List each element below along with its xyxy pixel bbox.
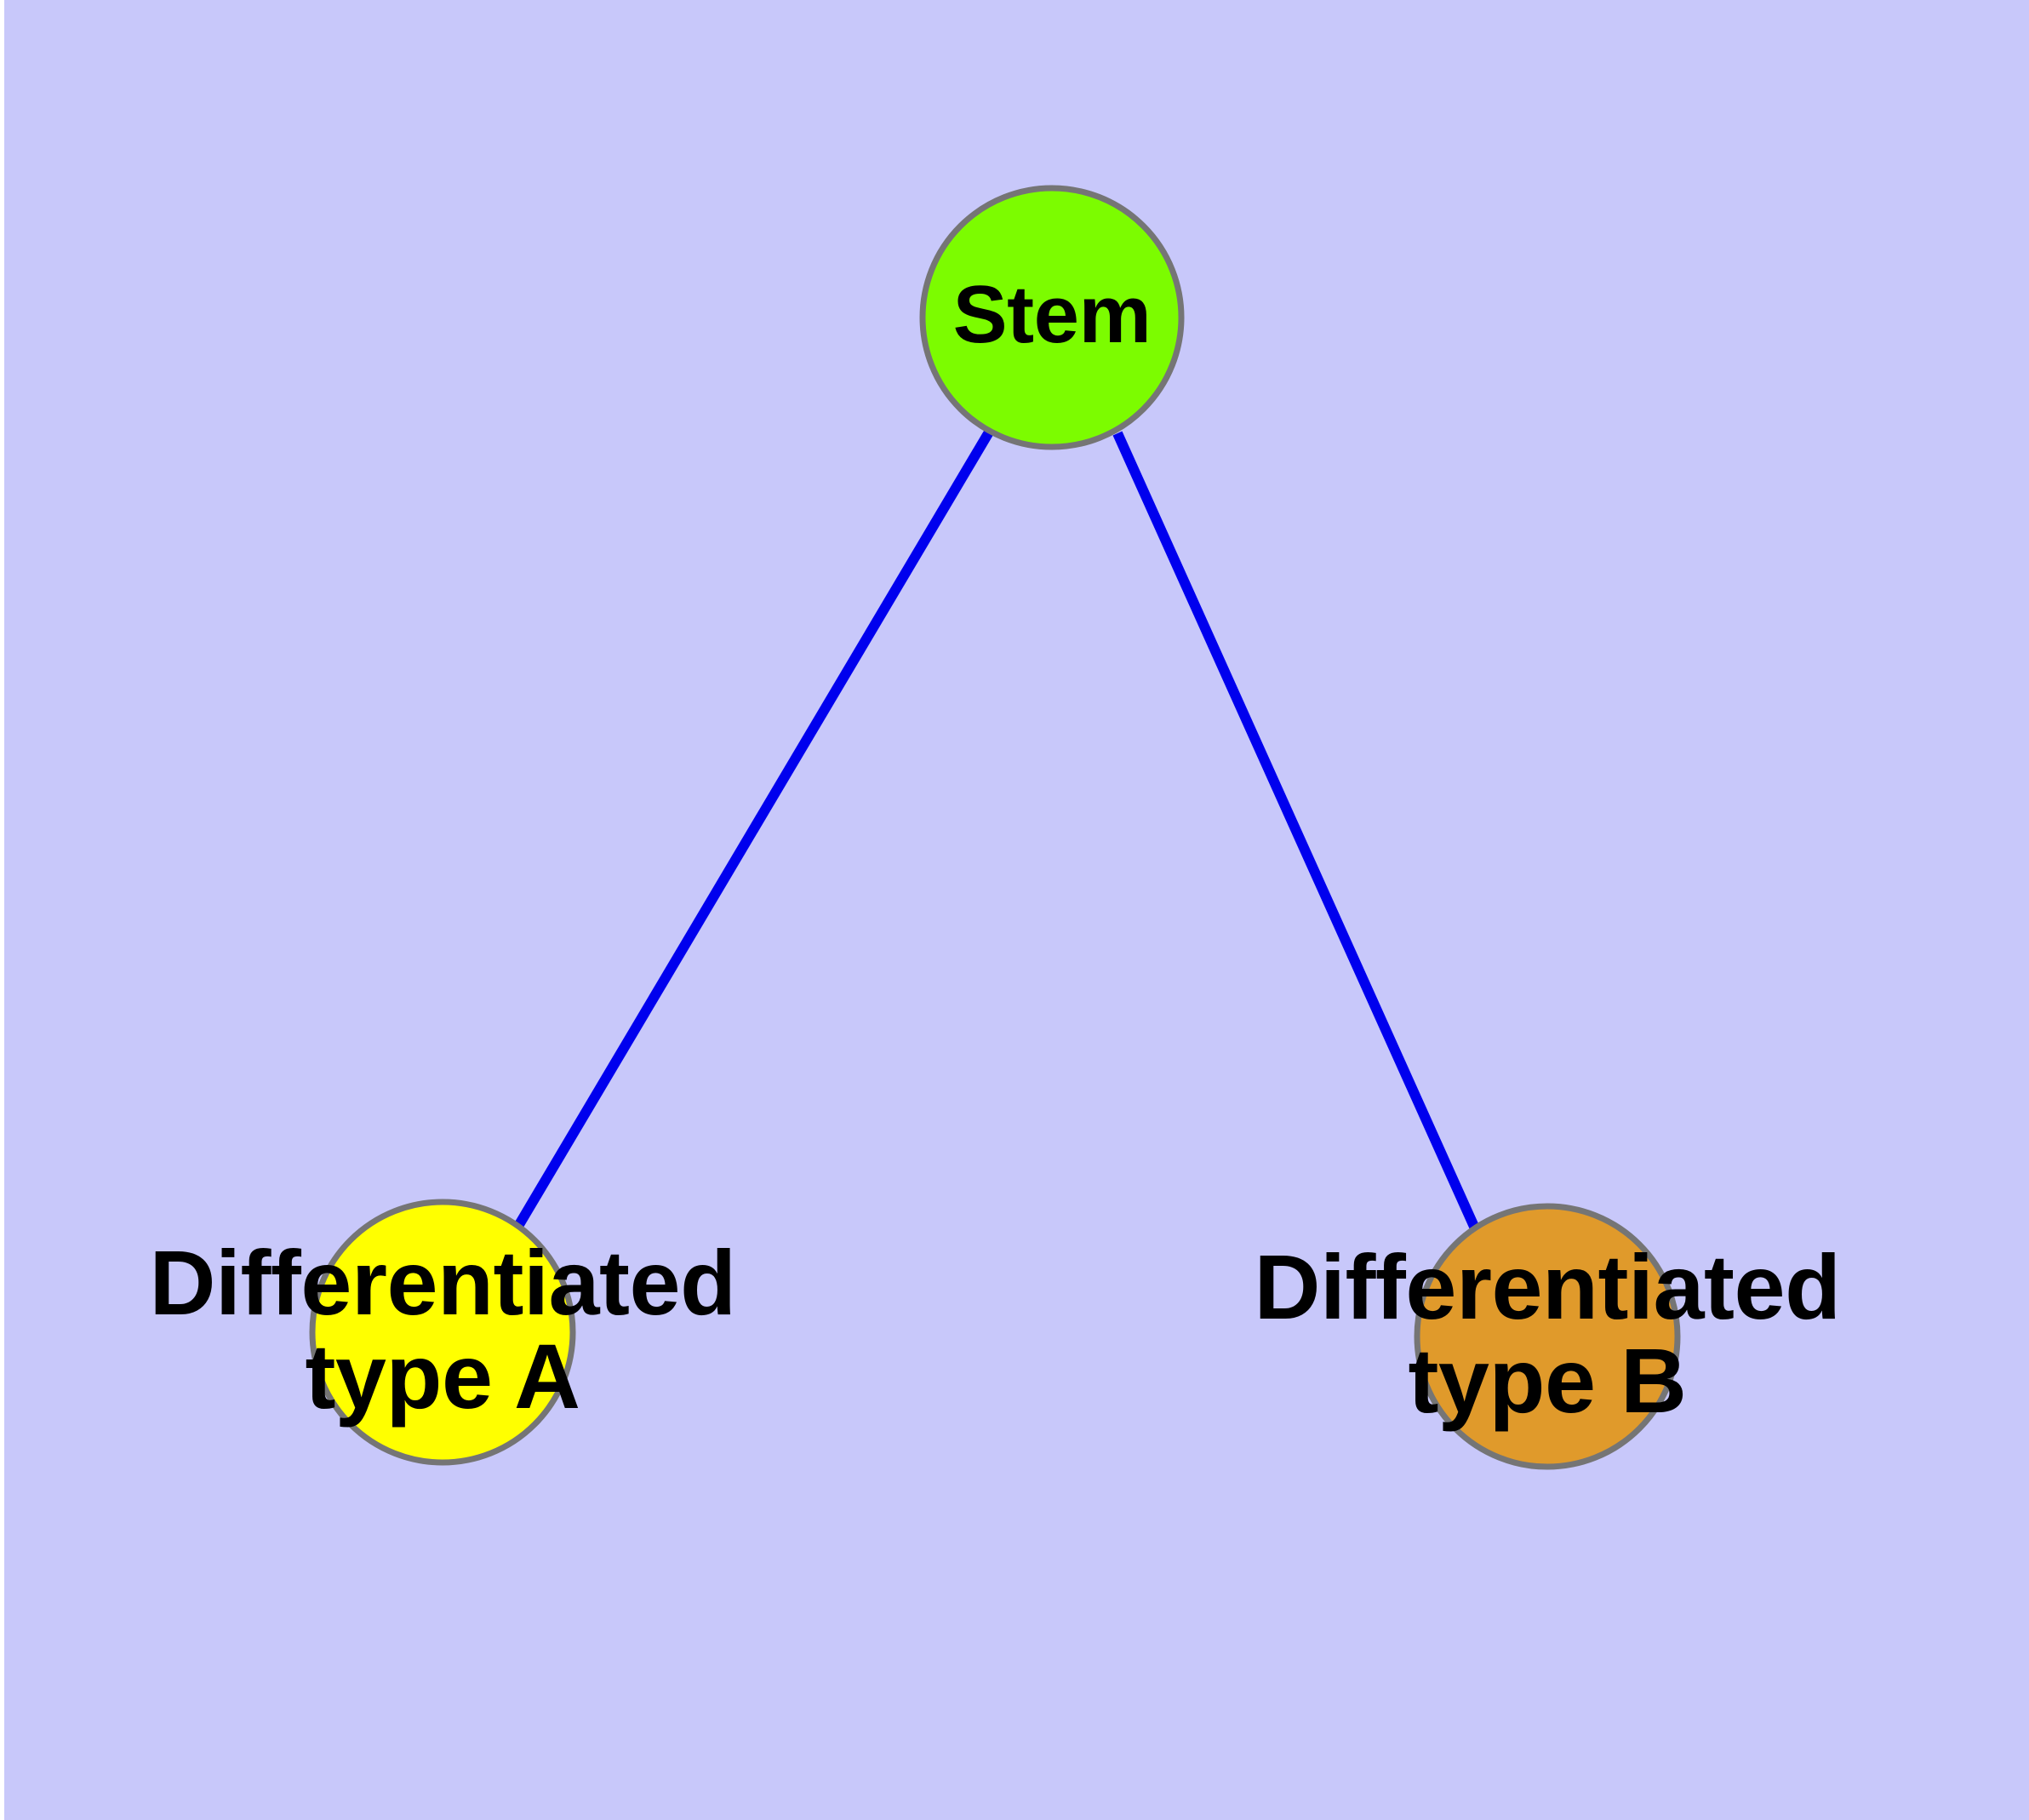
- node-stem[interactable]: [919, 185, 1185, 450]
- node-diff-a[interactable]: [309, 1199, 576, 1466]
- edge-stem-to-diff-a: [512, 427, 995, 1231]
- nodes-group: [309, 185, 1681, 1470]
- edges-group: [512, 427, 1480, 1231]
- edge-stem-to-diff-b: [1112, 431, 1480, 1231]
- node-diff-b[interactable]: [1414, 1203, 1681, 1470]
